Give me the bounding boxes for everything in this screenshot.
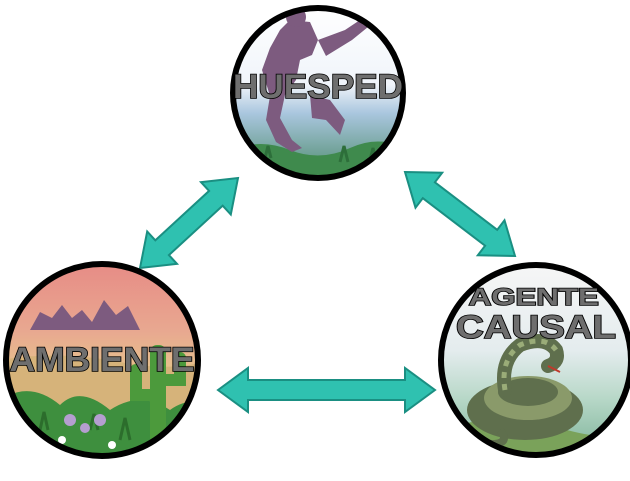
arrow-huesped-ambiente <box>138 176 240 270</box>
ambiente-circle-border <box>3 261 201 459</box>
agente-causal-circle-border <box>438 262 630 458</box>
agente-causal-label-line-2: CAUSAL <box>456 309 616 345</box>
agente-causal-illustration <box>441 334 630 455</box>
agente-causal-label: AGENTE CAUSAL <box>456 284 616 345</box>
arrows-layer <box>138 170 517 414</box>
node-agente-causal: AGENTE CAUSAL <box>438 262 630 458</box>
agente-causal-label-line-1: AGENTE <box>469 284 599 311</box>
arrow-huesped-agente-causal <box>403 170 517 258</box>
huesped-label: HUESPED <box>233 68 403 106</box>
ambiente-label-line-1: AMBIENTE <box>10 341 195 379</box>
huesped-label-line-1: HUESPED <box>233 68 403 106</box>
node-ambiente: AMBIENTE <box>3 261 201 459</box>
node-huesped: HUESPED <box>230 5 406 181</box>
arrow-ambiente-agente-causal <box>216 366 437 414</box>
huesped-circle-border <box>230 5 406 181</box>
ambiente-label: AMBIENTE <box>10 341 195 379</box>
